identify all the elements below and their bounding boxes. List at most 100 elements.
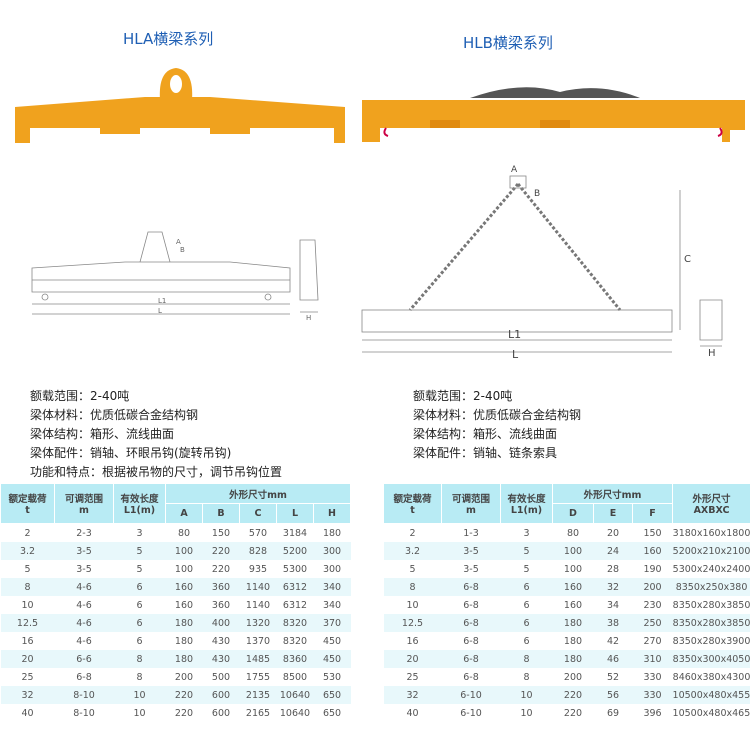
table-cell: 8350x280x3850 (672, 599, 750, 611)
header-a: A (165, 503, 203, 524)
table-cell: 6 (500, 614, 553, 632)
table-cell: 6-10 (460, 707, 482, 719)
hlb-label-l: L (512, 348, 519, 361)
table-cell: 10500x480x4650 (672, 707, 750, 719)
table-cell: 150 (643, 527, 662, 539)
table-cell: 220 (174, 707, 194, 719)
table-cell: 160 (552, 578, 594, 596)
table-cell: 935 (248, 563, 268, 575)
table-cell: 34 (606, 599, 620, 611)
table-cell: 160 (165, 578, 203, 596)
table-cell: 5300 (282, 563, 308, 575)
table-cell: 4-6 (76, 599, 92, 611)
table-cell: 10 (113, 686, 166, 704)
table-cell: 160 (563, 599, 583, 611)
table-cell: 270 (643, 635, 662, 647)
table-cell: 500 (211, 671, 231, 683)
table-cell: 2-3 (76, 527, 92, 539)
table-cell: 8350x280x3900 (672, 635, 750, 647)
table-cell: 3-5 (463, 563, 479, 575)
table-cell: 340 (313, 578, 351, 596)
table-cell: 4-6 (54, 578, 114, 596)
table-cell: 180 (322, 527, 342, 539)
table-cell: 360 (211, 599, 231, 611)
table-cell: 8350x280x3850 (672, 614, 750, 632)
header-d: D (552, 503, 594, 524)
table-cell: 46 (593, 650, 633, 668)
table-cell: 8 (136, 671, 143, 683)
table-cell: 10 (406, 599, 419, 611)
table-cell: 24 (593, 542, 633, 560)
table-cell: 8460x380x4300 (672, 671, 750, 683)
table-cell: 200 (174, 671, 194, 683)
hlb-title: HLB横梁系列 (463, 34, 553, 52)
table-cell: 1320 (239, 614, 277, 632)
table-cell: 570 (248, 527, 268, 539)
table-cell: 3 (523, 527, 530, 539)
table-cell: 10 (21, 599, 34, 611)
table-cell: 6 (136, 635, 143, 647)
table-cell: 340 (322, 599, 342, 611)
table-cell: 1140 (245, 599, 271, 611)
table-cell: 8-10 (73, 707, 95, 719)
table-cell: 4-6 (54, 614, 114, 632)
hlb-spec-load: 额载范围：2-40吨 (413, 389, 513, 403)
table-cell: 6-8 (463, 599, 479, 611)
hla-label-l: L (158, 307, 162, 315)
hla-label-h: H (306, 314, 311, 322)
table-cell: 1140 (239, 578, 277, 596)
table-cell: 20 (0, 650, 55, 668)
table-cell: 8 (383, 578, 442, 596)
hlb-label-b: B (534, 189, 540, 199)
table-cell: 180 (165, 650, 203, 668)
table-cell: 370 (313, 614, 351, 632)
table-cell: 220 (211, 563, 231, 575)
table-cell: 530 (322, 671, 342, 683)
table-cell: 330 (632, 686, 673, 704)
hla-spec-structure: 梁体结构：箱形、流线曲面 (30, 427, 175, 441)
table-cell: 12.5 (0, 614, 55, 632)
table-cell: 1485 (239, 650, 277, 668)
table-cell: 220 (202, 542, 240, 560)
table-cell: 16 (406, 635, 419, 647)
table-cell: 5 (523, 563, 530, 575)
hla-title: HLA横梁系列 (123, 30, 214, 48)
table-cell: 1755 (245, 671, 271, 683)
hla-specs: 额载范围：2-40吨 梁体材料：优质低碳合金结构钢 梁体结构：箱形、流线曲面 梁… (30, 387, 282, 482)
table-cell: 450 (313, 650, 351, 668)
table-cell: 32 (593, 578, 633, 596)
hlb-label-l1: L1 (508, 328, 521, 341)
table-cell: 8320 (282, 635, 308, 647)
table-cell: 8 (0, 578, 55, 596)
table-cell: 8 (113, 650, 166, 668)
table-cell: 396 (643, 707, 662, 719)
table-cell: 10640 (279, 707, 311, 719)
table-cell: 10 (133, 707, 146, 719)
header-e: E (593, 503, 633, 524)
table-cell: 1370 (245, 635, 271, 647)
table-cell: 20 (383, 650, 442, 668)
table-cell: 828 (239, 542, 277, 560)
hla-spec-fittings: 梁体配件：销轴、环眼吊钩(旋转吊钩) (30, 446, 232, 460)
table-cell: 5200x210x2100 (672, 542, 750, 560)
table-cell: 5 (500, 542, 553, 560)
table-cell: 6-8 (463, 635, 479, 647)
table-cell: 12.5 (383, 614, 442, 632)
table-cell: 2 (24, 527, 31, 539)
